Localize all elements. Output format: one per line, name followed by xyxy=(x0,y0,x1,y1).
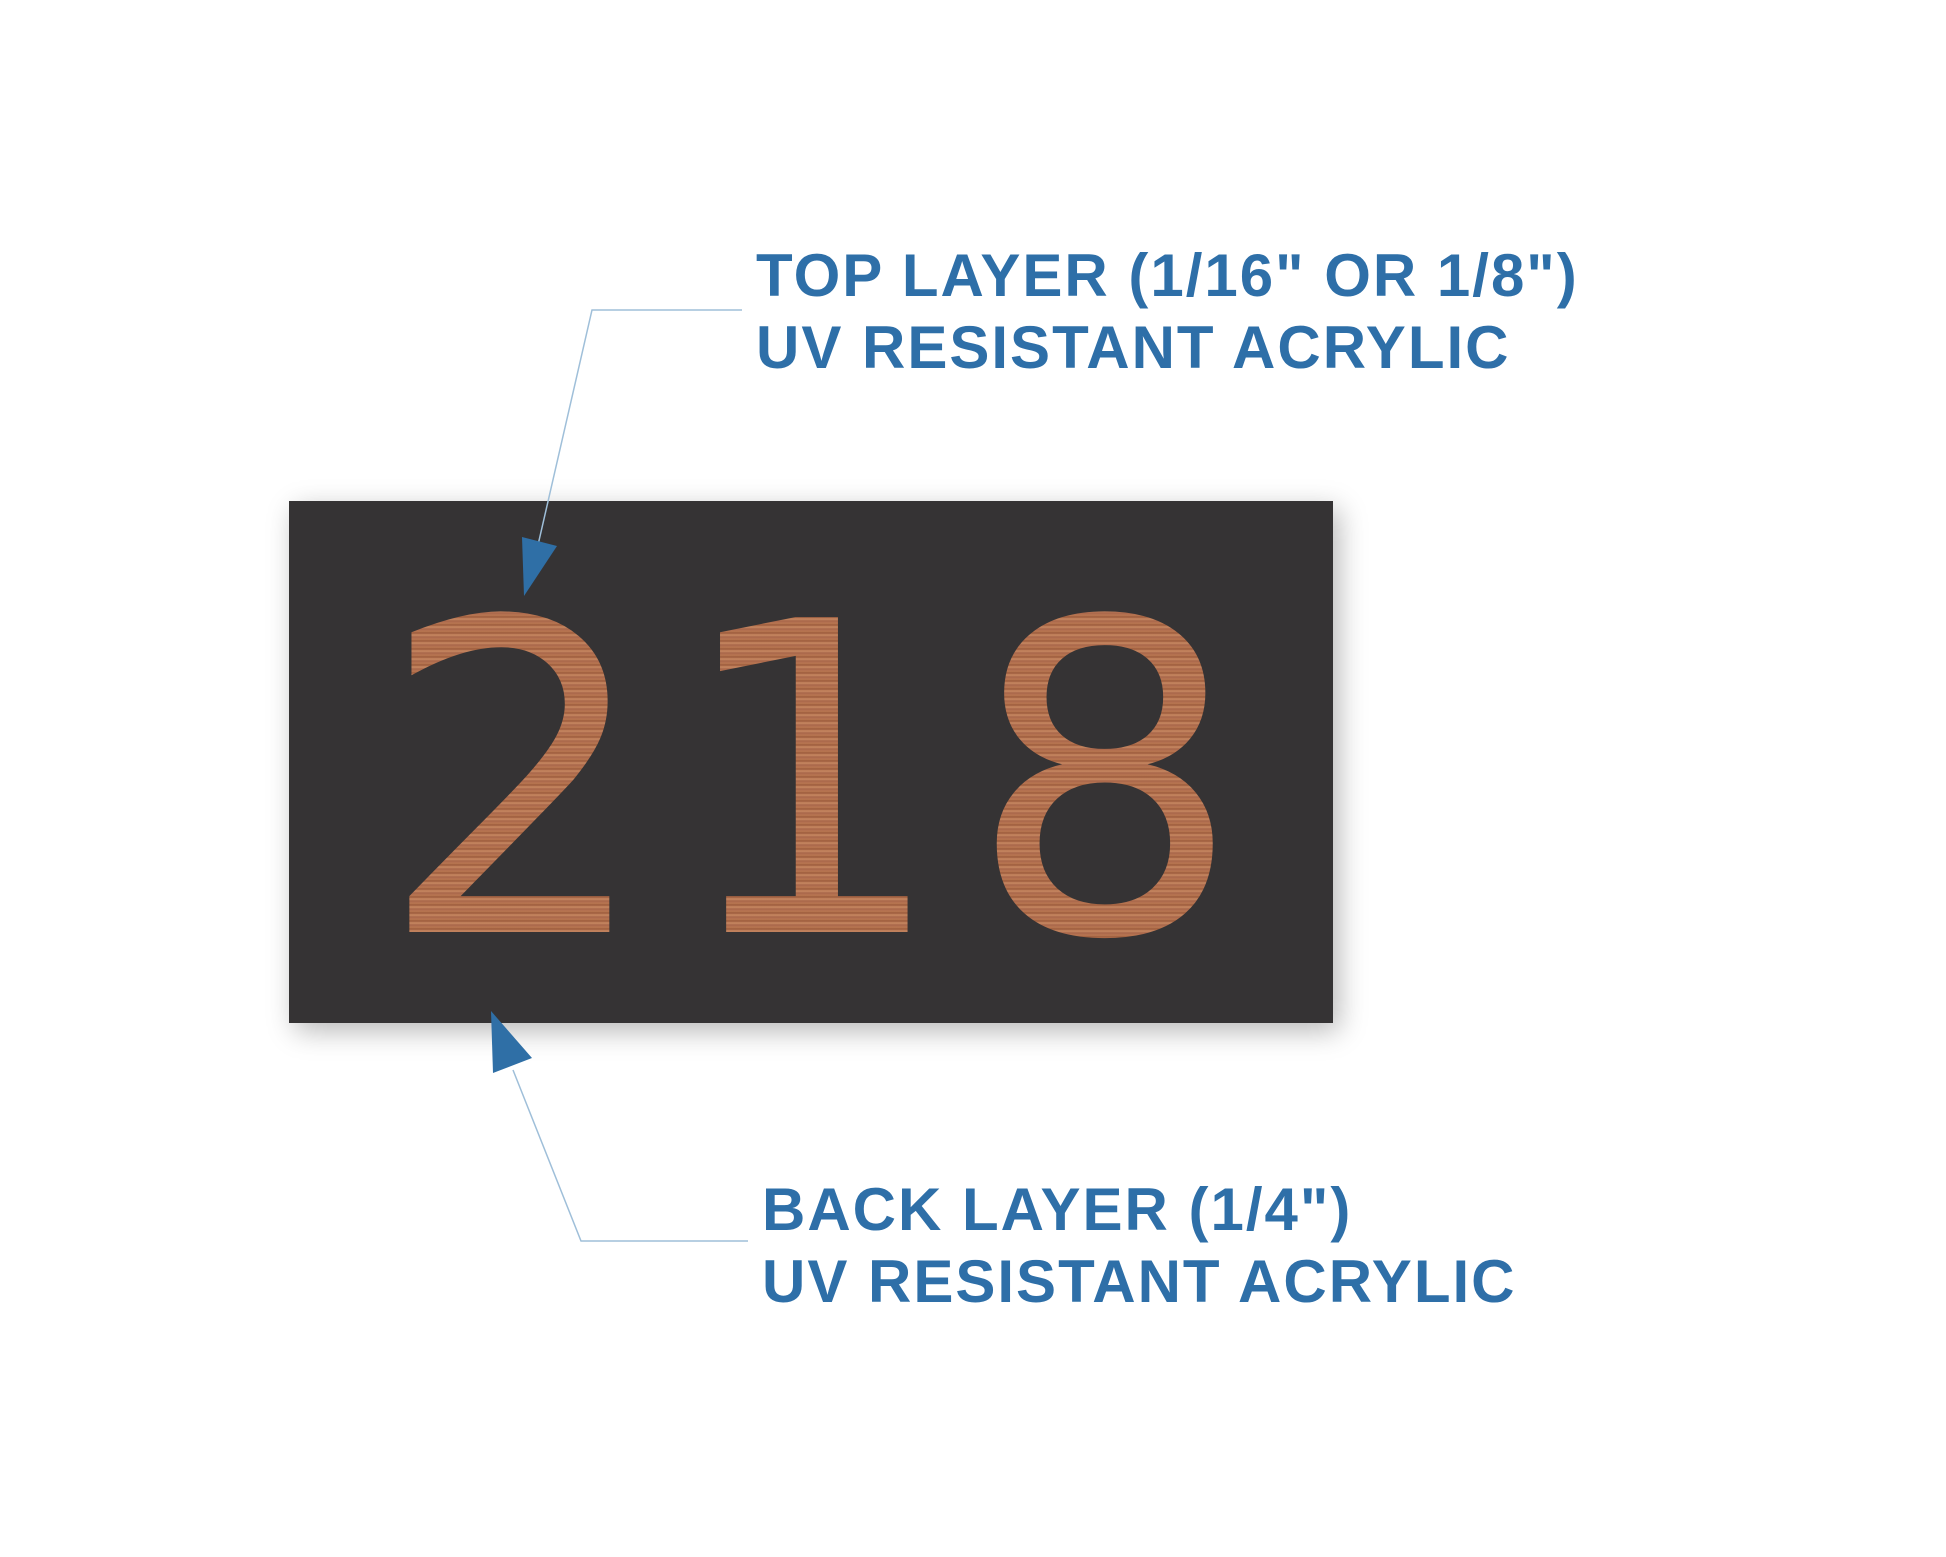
top-layer-title: TOP LAYER (1/16" OR 1/8") xyxy=(756,242,1579,309)
back-layer-title: BACK LAYER (1/4") xyxy=(762,1176,1353,1243)
top-layer-callout: TOP LAYER (1/16" OR 1/8") UV RESISTANT A… xyxy=(756,240,1579,384)
back-layer-callout: BACK LAYER (1/4") UV RESISTANT ACRYLIC xyxy=(762,1174,1516,1318)
back-leader-line xyxy=(512,1069,748,1242)
sign-plate-back-layer: 218 xyxy=(289,501,1333,1023)
back-layer-material: UV RESISTANT ACRYLIC xyxy=(762,1248,1517,1315)
room-number-top-layer: 218 xyxy=(289,567,1333,999)
top-layer-material: UV RESISTANT ACRYLIC xyxy=(756,314,1511,381)
